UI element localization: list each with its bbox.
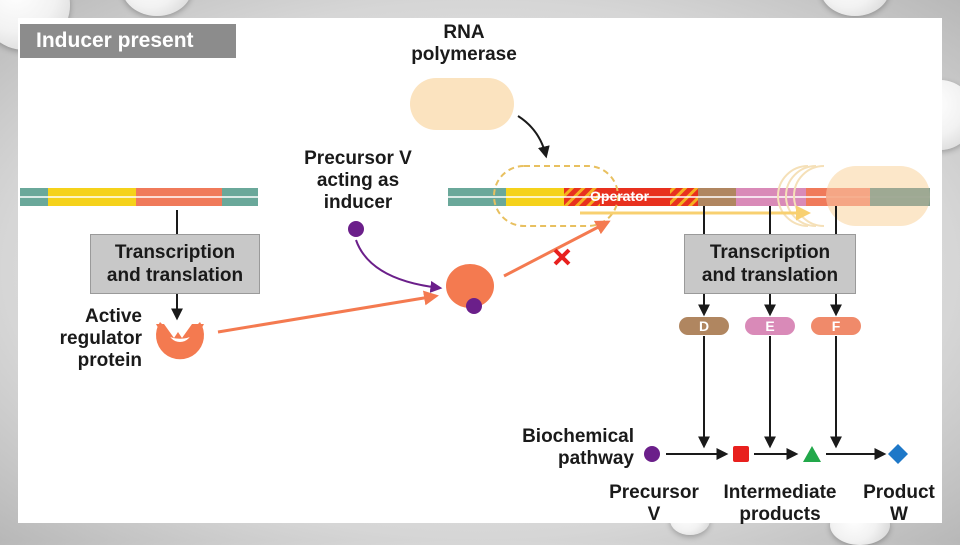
intermediate-square [733, 446, 749, 462]
decorative-bubble [820, 0, 890, 16]
enzyme-f: F [811, 317, 861, 335]
product-w-label: Product W [863, 482, 935, 525]
precursor-v-label: Precursor V [609, 482, 699, 525]
precursor-v-molecule [644, 446, 660, 462]
active-regulator-label: Active regulator protein [59, 306, 142, 371]
rna-polymerase-label: RNA polymerase [411, 22, 517, 65]
operator-label: Operator [590, 188, 650, 204]
product-w-diamond [888, 444, 908, 464]
regulator-to-complex-arrow [217, 290, 439, 334]
red-x-icon [553, 248, 571, 266]
enzyme-d: D [679, 317, 729, 335]
intermediate-products-label: Intermediate products [723, 482, 837, 525]
regulator-gene-dna [20, 188, 258, 206]
precursor-inducer-label: Precursor V acting as inducer [304, 148, 412, 213]
biochemical-pathway [644, 444, 908, 464]
operon-dna [448, 188, 930, 206]
diagram-title: Inducer present [20, 24, 236, 58]
transcribing-polymerase [777, 165, 930, 227]
rna-polymerase [410, 78, 514, 130]
polymerase-binding-outline [493, 165, 619, 227]
biochemical-pathway-label: Biochemical pathway [522, 426, 634, 469]
operon-transcription-box: Transcription and translation [684, 234, 856, 294]
inducer-molecule [348, 221, 364, 237]
regulator-transcription-box: Transcription and translation [90, 234, 260, 294]
inactive-regulator-complex [446, 264, 494, 308]
intermediate-triangle [803, 446, 821, 462]
polymerase-binding-arrow [517, 115, 550, 159]
enzyme-e: E [745, 317, 795, 335]
inducer-binding-arrow [355, 239, 443, 293]
decorative-bubble [122, 0, 192, 16]
